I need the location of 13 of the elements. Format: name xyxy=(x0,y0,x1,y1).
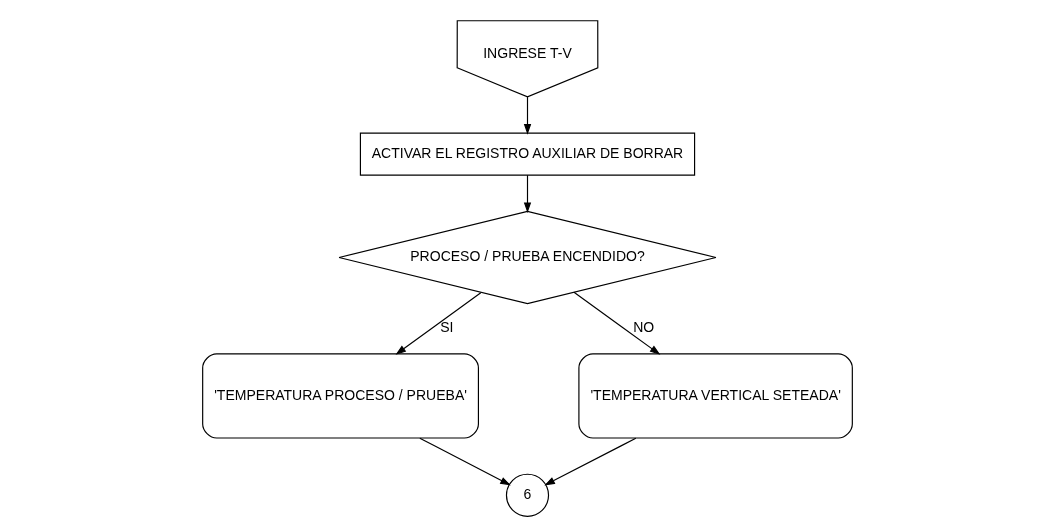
node-box: 'TEMPERATURA PROCESO / PRUEBA' xyxy=(202,353,479,439)
node-box: ACTIVAR EL REGISTRO AUXILIAR DE BORRAR xyxy=(359,132,696,176)
edge-label: SI xyxy=(440,319,454,336)
arrow xyxy=(419,437,511,486)
edge-label: NO xyxy=(633,319,655,336)
arrow xyxy=(395,292,482,355)
arrow xyxy=(544,437,637,486)
node-circle: 6 xyxy=(505,473,550,517)
arrow xyxy=(523,96,532,135)
arrow xyxy=(523,174,532,214)
node-box: 'TEMPERATURA VERTICAL SETEADA' xyxy=(578,353,853,439)
node-diamond: PROCESO / PRUEBA ENCENDIDO? xyxy=(338,210,717,305)
arrow xyxy=(573,291,661,355)
